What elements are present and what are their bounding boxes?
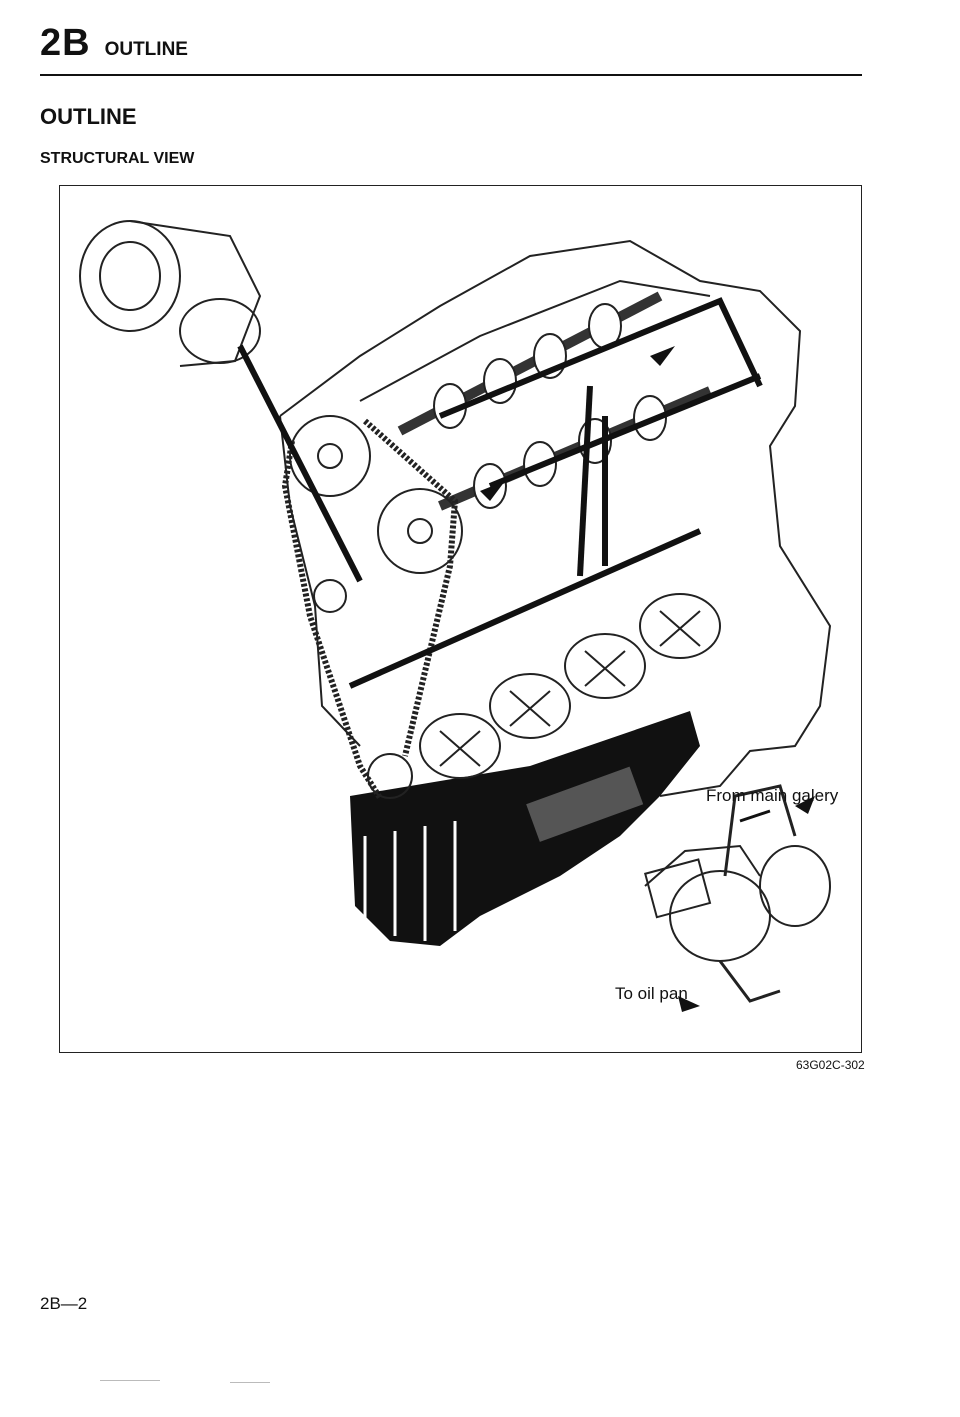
callout-from-main-galery: From main galery: [706, 786, 839, 805]
engine-block-outline: [279, 239, 832, 797]
chapter-title: OUTLINE: [104, 39, 188, 60]
oil-filter-pump: [79, 220, 363, 583]
oil-passage-lines: [348, 297, 763, 689]
callout-to-oil-pan: To oil pan: [615, 984, 688, 1003]
structural-view-figure: From main galery To oil pan: [59, 185, 862, 1053]
scan-artifact: [230, 1382, 270, 1383]
engine-lubrication-illustration: [79, 220, 832, 1012]
camshafts: [397, 291, 712, 511]
section-title: OUTLINE: [40, 104, 137, 129]
figure-code: 63G02C-302: [796, 1058, 865, 1072]
turbocharger: [644, 784, 831, 1003]
section-subtitle: STRUCTURAL VIEW: [40, 150, 195, 167]
page-number: 2B—2: [40, 1294, 88, 1313]
flow-arrows: [480, 346, 815, 1012]
chapter-header: 2B OUTLINE: [40, 22, 188, 65]
chapter-code: 2B: [40, 22, 91, 64]
crankshaft-assembly: [419, 593, 721, 779]
scan-artifact: [100, 1380, 160, 1381]
timing-belt-assembly: [281, 415, 463, 800]
header-rule: [40, 74, 862, 76]
oil-pan: [350, 711, 700, 946]
